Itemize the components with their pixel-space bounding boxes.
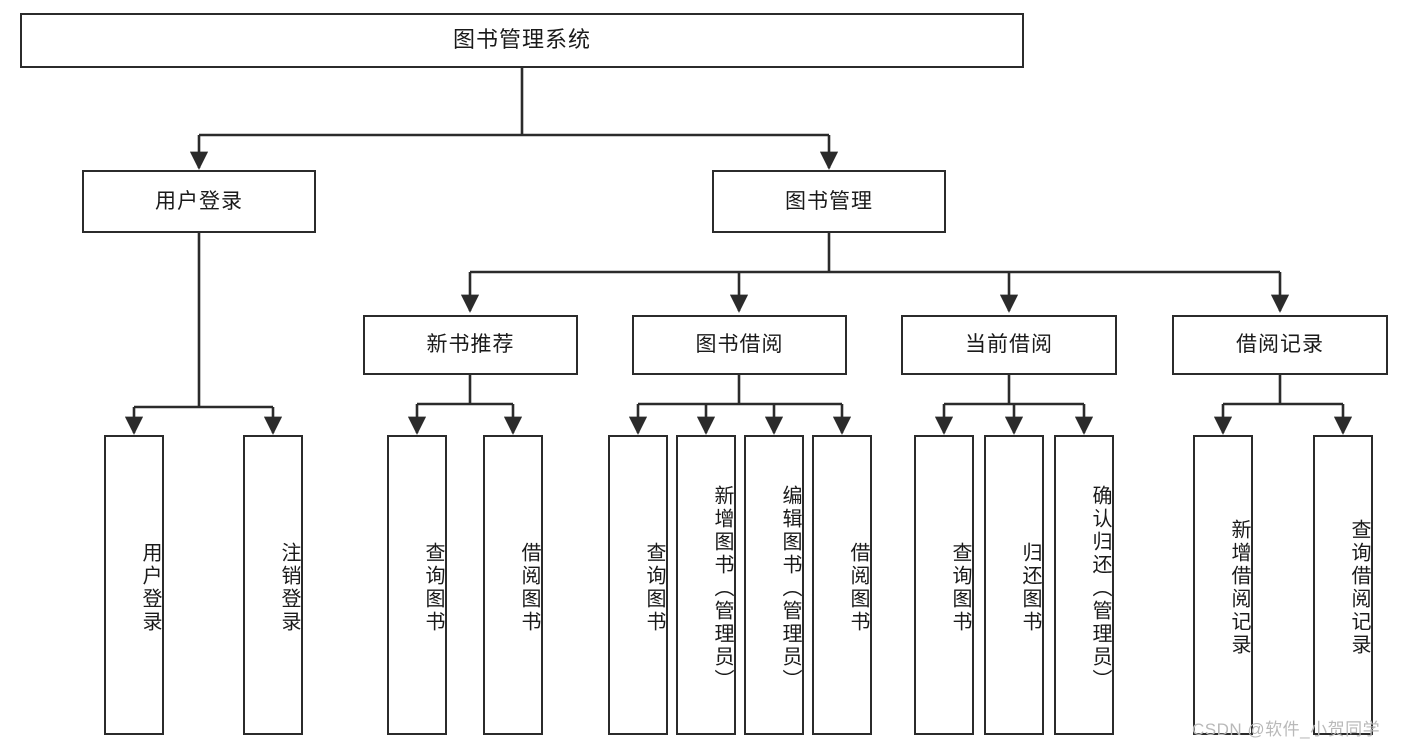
leaf-new-book-borrow-books[interactable]: 借阅图书 [483, 435, 543, 735]
leaf-user-login-logout[interactable]: 注销登录 [243, 435, 303, 735]
leaf-book-borrow-add-book-admin[interactable]: 新增图书（管理员） [676, 435, 736, 735]
node-book-borrow[interactable]: 图书借阅 [632, 315, 847, 375]
node-user-login[interactable]: 用户登录 [82, 170, 316, 233]
leaf-book-borrow-query-books[interactable]: 查询图书 [608, 435, 668, 735]
leaf-new-book-query-books[interactable]: 查询图书 [387, 435, 447, 735]
leaf-book-borrow-borrow-books[interactable]: 借阅图书 [812, 435, 872, 735]
leaf-borrow-record-add-record[interactable]: 新增借阅记录 [1193, 435, 1253, 735]
leaf-current-borrow-return-books[interactable]: 归还图书 [984, 435, 1044, 735]
leaf-book-borrow-edit-book-admin[interactable]: 编辑图书（管理员） [744, 435, 804, 735]
leaf-current-borrow-query-books[interactable]: 查询图书 [914, 435, 974, 735]
node-current-borrow[interactable]: 当前借阅 [901, 315, 1117, 375]
csdn-watermark: CSDN @软件_小贺同学 [1192, 720, 1381, 739]
leaf-current-borrow-confirm-return-admin[interactable]: 确认归还（管理员） [1054, 435, 1114, 735]
leaf-borrow-record-query-record[interactable]: 查询借阅记录 [1313, 435, 1373, 735]
node-root-library-management-system[interactable]: 图书管理系统 [20, 13, 1024, 68]
leaf-user-login-signin[interactable]: 用户登录 [104, 435, 164, 735]
node-borrow-record[interactable]: 借阅记录 [1172, 315, 1388, 375]
node-book-management[interactable]: 图书管理 [712, 170, 946, 233]
node-new-book-recommend[interactable]: 新书推荐 [363, 315, 578, 375]
